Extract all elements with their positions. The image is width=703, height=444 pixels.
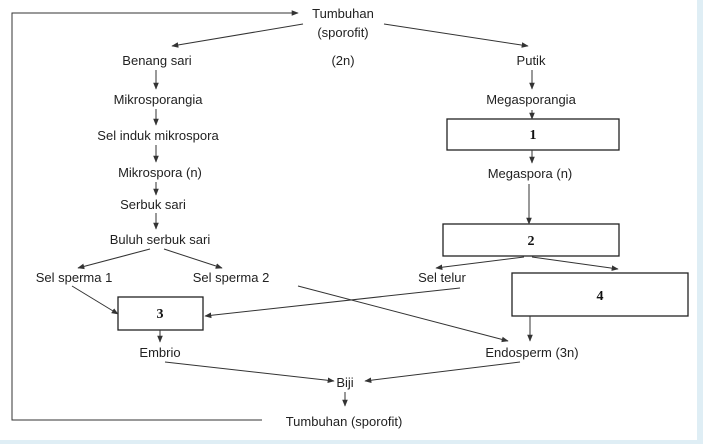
label-serbuk-sari: Serbuk sari (120, 197, 186, 212)
arrow-box-2-box-4 (531, 256, 619, 271)
box-4 (511, 272, 689, 317)
arrow-box-2-sel-telur (435, 256, 525, 270)
label-sel-induk-mikrospora: Sel induk mikrospora (97, 128, 219, 143)
arrow-sel-telur-box-3 (204, 287, 461, 319)
box-3-number: 3 (157, 307, 164, 322)
label-sel-sperma-1: Sel sperma 1 (36, 270, 113, 285)
label-sel-sperma-2: Sel sperma 2 (193, 270, 270, 285)
box-4-number: 4 (597, 289, 604, 304)
label-tumbuhan-top: Tumbuhan (312, 6, 374, 21)
box-1-number: 1 (530, 128, 537, 143)
labels: Tumbuhan (sporofit) (2n) Benang sari Put… (36, 6, 604, 429)
loop-line (11, 10, 299, 421)
label-megasporangia: Megasporangia (486, 92, 576, 107)
arrow-buluh-sperma-1 (77, 248, 151, 270)
connectors (11, 10, 619, 421)
arrow-endosperm-biji (364, 361, 521, 384)
arrow-sperma-1-box-3 (71, 285, 119, 315)
label-benang-sari: Benang sari (122, 53, 191, 68)
box-1 (446, 118, 620, 151)
arrow-tumbuhan-putik (383, 23, 529, 48)
label-sporofit-top: (sporofit) (317, 25, 368, 40)
box-2-number: 2 (528, 234, 535, 249)
label-mikrosporangia: Mikrosporangia (114, 92, 204, 107)
label-ploidy-2n: (2n) (331, 53, 354, 68)
label-putik: Putik (517, 53, 546, 68)
arrow-sperma-2-endosperm (297, 285, 509, 343)
label-embrio: Embrio (139, 345, 180, 360)
box-3 (117, 296, 204, 331)
label-tumbuhan-bottom: Tumbuhan (sporofit) (286, 414, 403, 429)
label-biji: Biji (336, 375, 353, 390)
label-megaspora: Megaspora (n) (488, 166, 573, 181)
arrow-buluh-sperma-2 (163, 248, 223, 269)
arrow-embrio-biji (164, 361, 335, 384)
label-buluh-serbuk-sari: Buluh serbuk sari (110, 232, 211, 247)
label-sel-telur: Sel telur (418, 270, 466, 285)
label-endosperm: Endosperm (3n) (485, 345, 578, 360)
label-mikrospora: Mikrospora (n) (118, 165, 202, 180)
arrow-tumbuhan-benang-sari (171, 23, 304, 48)
